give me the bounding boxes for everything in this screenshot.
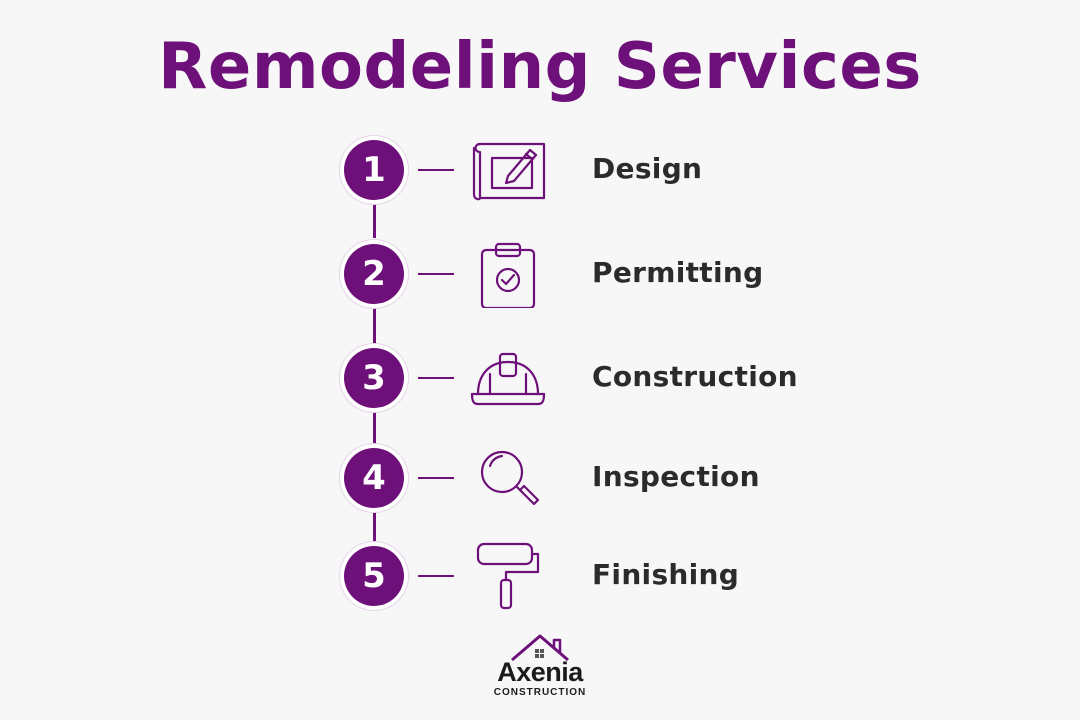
step-finishing: 5 Finishing: [0, 542, 1080, 610]
step-connector-dash: [418, 575, 454, 577]
step-inspection: 4 Inspection: [0, 448, 1080, 508]
step-label: Construction: [592, 360, 798, 393]
blueprint-pencil-icon: [468, 136, 550, 204]
house-roof-icon: [508, 632, 572, 662]
step-connector-dash: [418, 477, 454, 479]
step-connector-dash: [418, 169, 454, 171]
step-number-badge: 3: [344, 348, 404, 408]
brand-subtitle: CONSTRUCTION: [493, 687, 587, 698]
hard-hat-icon: [468, 344, 550, 412]
brand-name: Axenia: [497, 657, 583, 687]
step-label: Inspection: [592, 460, 760, 493]
page-title: Remodeling Services: [158, 30, 922, 104]
connector-line: [373, 306, 376, 344]
step-label: Permitting: [592, 256, 764, 289]
step-label: Design: [592, 152, 703, 185]
step-design: 1 Design: [0, 140, 1080, 201]
connector-line: [373, 406, 376, 444]
step-number-badge: 1: [344, 140, 404, 200]
step-label: Finishing: [592, 558, 740, 591]
step-construction: 3 Construction: [0, 348, 1080, 408]
step-number-badge: 2: [344, 244, 404, 304]
brand-logo: Axenia CONSTRUCTION: [480, 632, 600, 702]
step-connector-dash: [418, 377, 454, 379]
step-number-badge: 4: [344, 448, 404, 508]
connector-line: [373, 510, 376, 548]
step-number-badge: 5: [344, 546, 404, 606]
magnifying-glass-icon: [468, 444, 550, 512]
connector-line: [373, 200, 376, 238]
paint-roller-icon: [468, 542, 550, 610]
step-connector-dash: [418, 273, 454, 275]
clipboard-check-icon: [468, 240, 550, 310]
step-permitting: 2 Permitting: [0, 242, 1080, 310]
